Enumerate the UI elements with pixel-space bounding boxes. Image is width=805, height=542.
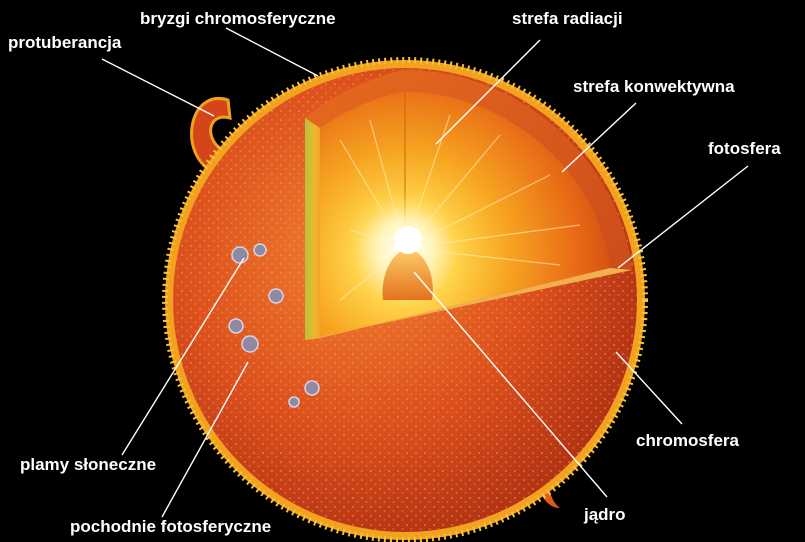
- label-fotosfera: fotosfera: [708, 139, 781, 158]
- label-bryzgi-chromosferyczne: bryzgi chromosferyczne: [140, 9, 336, 28]
- label-strefa-konwektywna: strefa konwektywna: [573, 77, 735, 96]
- label-jadro: jądro: [583, 505, 626, 524]
- label-protuberancja: protuberancja: [8, 33, 122, 52]
- wedge-left-wall: [305, 118, 320, 340]
- label-plamy-sloneczne: plamy słoneczne: [20, 455, 156, 474]
- label-strefa-radiacji: strefa radiacji: [512, 9, 623, 28]
- label-chromosfera: chromosfera: [636, 431, 740, 450]
- label-pochodnie-fotosferyczne: pochodnie fotosferyczne: [70, 517, 271, 536]
